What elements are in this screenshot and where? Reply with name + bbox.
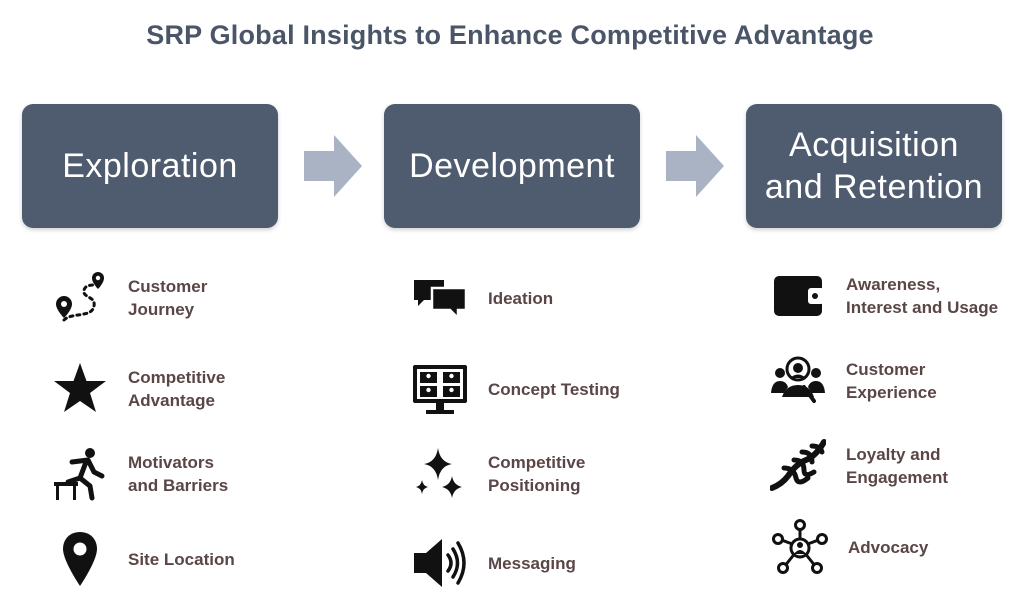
list-item: Competitive Advantage [52,361,225,417]
stage-label: Development [409,147,615,185]
item-label: Loyalty and Engagement [846,445,949,487]
rope-knot-icon [770,438,826,494]
map-pin-icon [52,531,108,587]
list-item: Advocacy [772,519,928,575]
list-item: Customer Experience [770,353,937,409]
sparkle-stars-icon [412,446,468,502]
route-icon [52,270,108,326]
item-label: Concept Testing [488,379,620,399]
star-icon [52,361,108,417]
flow-arrow-icon [666,135,724,197]
list-item: Concept Testing [412,361,620,417]
stage-acquisition-retention: Acquisition and Retention [746,104,1002,228]
flow-arrow-icon [304,135,362,197]
network-icon [772,519,828,575]
wallet-icon [770,268,826,324]
list-item: Motivators and Barriers [52,446,228,502]
list-item: Loyalty and Engagement [770,438,948,494]
item-label: Customer Experience [846,360,937,402]
item-label: Competitive Positioning [488,453,586,495]
list-item: Site Location [52,531,235,587]
speech-bubbles-icon [412,270,468,326]
list-item: Competitive Positioning [412,446,585,502]
stage-label: Exploration [62,147,238,185]
video-call-monitor-icon [412,361,468,417]
item-label: Ideation [488,288,554,308]
speaker-icon [412,535,468,591]
customer-group-icon [770,353,826,409]
item-label: Motivators and Barriers [128,453,229,495]
stage-exploration: Exploration [22,104,278,228]
item-label: Competitive Advantage [128,368,226,410]
list-item: Messaging [412,535,576,591]
stage-development: Development [384,104,640,228]
stage-label: Acquisition and Retention [764,126,984,206]
item-label: Customer Journey [128,277,208,319]
item-label: Messaging [488,553,576,573]
item-label: Awareness, Interest and Usage [846,275,999,317]
list-item: Ideation [412,270,553,326]
list-item: Customer Journey [52,270,207,326]
hurdle-runner-icon [52,446,108,502]
list-item: Awareness, Interest and Usage [770,268,998,324]
item-label: Site Location [128,549,235,569]
item-label: Advocacy [848,537,929,557]
page-title: SRP Global Insights to Enhance Competiti… [146,20,874,50]
